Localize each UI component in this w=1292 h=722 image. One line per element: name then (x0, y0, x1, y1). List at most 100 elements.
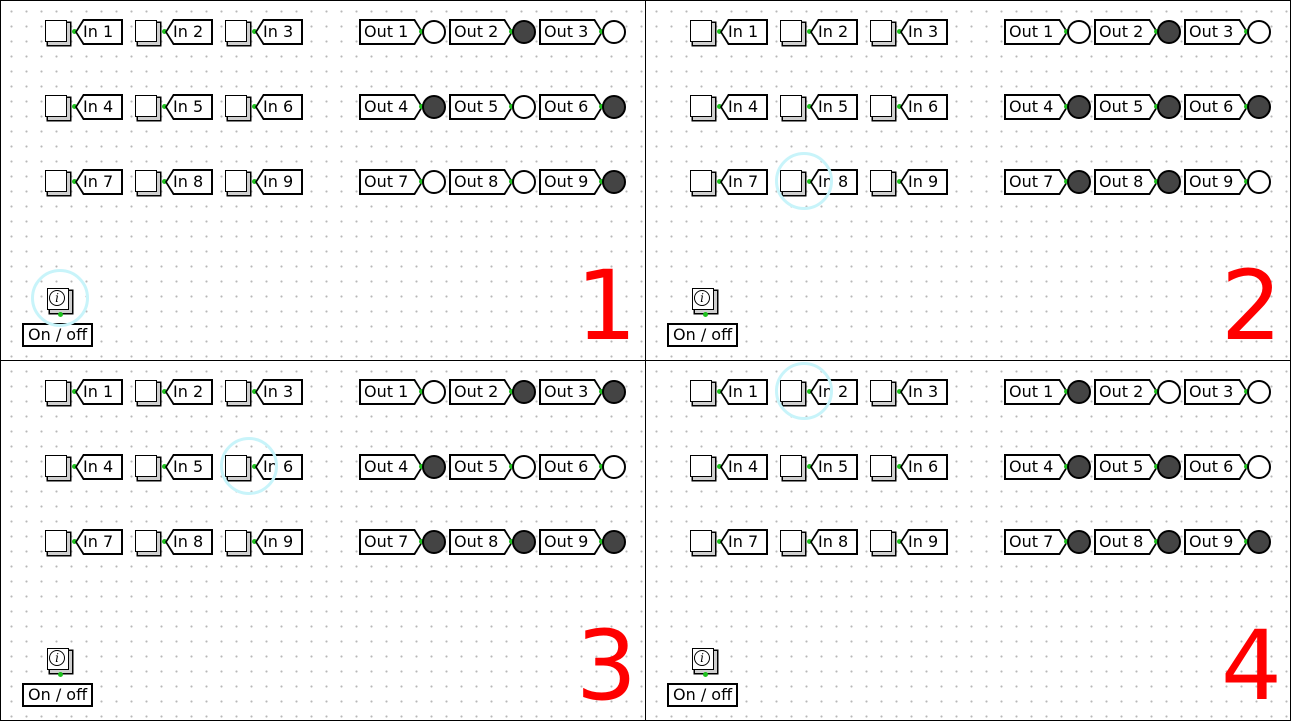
info-icon: i (694, 650, 710, 666)
power-button[interactable]: i (692, 648, 714, 670)
output-pin (419, 179, 424, 184)
output-pin (1244, 464, 1249, 469)
input-label: In 7 (722, 531, 766, 553)
output-pin (599, 29, 604, 34)
output-tag-4: Out 4 (1004, 94, 1068, 120)
input-switch-7[interactable] (45, 530, 67, 552)
input-switch-8[interactable] (135, 170, 157, 192)
output-label: Out 6 (541, 456, 601, 478)
output-lamp-6-on (1247, 95, 1271, 119)
input-switch-6[interactable] (870, 95, 892, 117)
input-switch-7[interactable] (690, 530, 712, 552)
input-switch-9[interactable] (870, 170, 892, 192)
output-label: Out 8 (1096, 171, 1156, 193)
input-label: In 1 (77, 21, 121, 43)
input-pin (897, 29, 902, 34)
input-pin (162, 29, 167, 34)
output-pin (1244, 29, 1249, 34)
output-lamp-8-on (1157, 530, 1181, 554)
input-tag-4: In 4 (720, 454, 768, 480)
output-pin (509, 389, 514, 394)
power-label: On / off (667, 683, 739, 707)
input-tag-3: In 3 (255, 379, 303, 405)
input-switch-1[interactable] (690, 380, 712, 402)
input-switch-5[interactable] (780, 95, 802, 117)
input-switch-5[interactable] (780, 455, 802, 477)
input-switch-8[interactable] (780, 530, 802, 552)
input-switch-9[interactable] (225, 530, 247, 552)
output-tag-5: Out 5 (449, 94, 513, 120)
input-switch-6[interactable] (225, 95, 247, 117)
input-switch-9[interactable] (870, 530, 892, 552)
output-lamp-4-on (422, 95, 446, 119)
power-button[interactable]: i (47, 648, 69, 670)
input-switch-4[interactable] (45, 95, 67, 117)
input-tag-3: In 3 (900, 19, 948, 45)
input-switch-8[interactable] (135, 530, 157, 552)
output-tag-8: Out 8 (449, 529, 513, 555)
output-pin (509, 464, 514, 469)
output-tag-5: Out 5 (1094, 454, 1158, 480)
output-label: Out 3 (1186, 21, 1246, 43)
output-tag-3: Out 3 (539, 379, 603, 405)
input-switch-1[interactable] (690, 20, 712, 42)
output-pin (1064, 539, 1069, 544)
input-tag-7: In 7 (720, 169, 768, 195)
input-tag-6: In 6 (900, 454, 948, 480)
input-switch-6[interactable] (870, 455, 892, 477)
output-lamp-9-off (1247, 170, 1271, 194)
input-tag-6: In 6 (255, 94, 303, 120)
output-label: Out 6 (1186, 456, 1246, 478)
input-switch-9[interactable] (225, 170, 247, 192)
input-label: In 3 (902, 381, 946, 403)
input-switch-1[interactable] (45, 380, 67, 402)
input-tag-6: In 6 (900, 94, 948, 120)
output-pin (1154, 464, 1159, 469)
input-label: In 1 (722, 21, 766, 43)
output-pin (599, 464, 604, 469)
output-label: Out 9 (1186, 531, 1246, 553)
output-pin (1064, 464, 1069, 469)
input-label: In 4 (77, 456, 121, 478)
output-tag-2: Out 2 (1094, 19, 1158, 45)
input-switch-3[interactable] (225, 20, 247, 42)
output-pin (1154, 29, 1159, 34)
input-switch-2[interactable] (780, 20, 802, 42)
output-lamp-3-off (602, 20, 626, 44)
input-label: In 4 (722, 456, 766, 478)
input-switch-7[interactable] (45, 170, 67, 192)
input-switch-3[interactable] (225, 380, 247, 402)
output-lamp-3-off (1247, 380, 1271, 404)
info-icon: i (694, 290, 710, 306)
input-tag-4: In 4 (75, 94, 123, 120)
input-switch-4[interactable] (45, 455, 67, 477)
output-label: Out 3 (541, 381, 601, 403)
input-tag-8: In 8 (165, 529, 213, 555)
output-tag-7: Out 7 (1004, 529, 1068, 555)
output-lamp-4-on (422, 455, 446, 479)
input-switch-4[interactable] (690, 455, 712, 477)
output-label: Out 3 (541, 21, 601, 43)
info-icon: i (49, 650, 65, 666)
input-switch-5[interactable] (135, 95, 157, 117)
input-switch-2[interactable] (135, 20, 157, 42)
input-pin (72, 389, 77, 394)
input-pin (717, 389, 722, 394)
output-label: Out 9 (541, 531, 601, 553)
input-pin (252, 179, 257, 184)
output-lamp-4-on (1067, 455, 1091, 479)
input-switch-7[interactable] (690, 170, 712, 192)
output-label: Out 8 (451, 531, 511, 553)
input-switch-4[interactable] (690, 95, 712, 117)
input-switch-3[interactable] (870, 380, 892, 402)
input-switch-2[interactable] (135, 380, 157, 402)
input-pin (162, 464, 167, 469)
output-lamp-9-on (1247, 530, 1271, 554)
input-switch-5[interactable] (135, 455, 157, 477)
input-switch-1[interactable] (45, 20, 67, 42)
output-tag-6: Out 6 (539, 94, 603, 120)
input-switch-3[interactable] (870, 20, 892, 42)
input-label: In 3 (257, 381, 301, 403)
output-tag-9: Out 9 (1184, 529, 1248, 555)
power-button[interactable]: i (692, 288, 714, 310)
